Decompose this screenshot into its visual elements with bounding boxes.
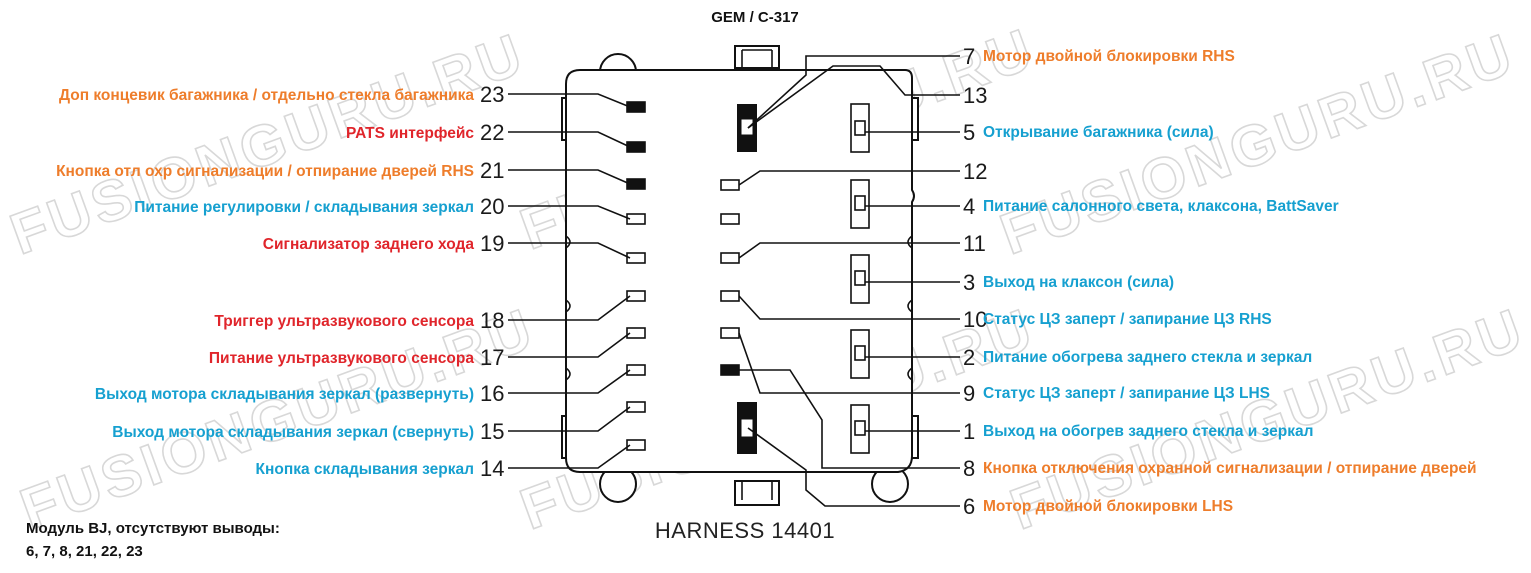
leader-line-20 bbox=[508, 205, 631, 220]
diagram-title: GEM / C-317 bbox=[711, 9, 799, 26]
pin-label-2: Питание обогрева заднего стекла и зеркал bbox=[983, 349, 1312, 366]
leader-line-12 bbox=[738, 170, 960, 186]
pin-number-12: 12 bbox=[963, 159, 987, 184]
pin-number-5: 5 bbox=[963, 120, 975, 145]
pin-label-5: Открывание багажника (сила) bbox=[983, 124, 1214, 141]
leader-line-11 bbox=[738, 242, 960, 259]
pin-number-7: 7 bbox=[963, 44, 975, 69]
pin-slot-right bbox=[720, 213, 740, 225]
pin-number-14: 14 bbox=[480, 456, 504, 481]
pin-number-11: 11 bbox=[963, 231, 986, 256]
pin-label-8: Кнопка отключения охранной сигнализации … bbox=[983, 460, 1477, 477]
left-leader-lines bbox=[508, 93, 646, 469]
pin-label-23: Доп концевик багажника / отдельно стекла… bbox=[59, 87, 474, 104]
pin-label-14: Кнопка складывания зеркал bbox=[256, 461, 474, 478]
pin-number-13: 13 bbox=[963, 83, 987, 108]
pin-slot-20 bbox=[626, 213, 646, 225]
pin-number-9: 9 bbox=[963, 381, 975, 406]
leader-line-10 bbox=[738, 295, 960, 320]
pin-label-22: PATS интерфейс bbox=[346, 125, 474, 142]
leader-line-23 bbox=[508, 93, 631, 108]
pin-number-20: 20 bbox=[480, 194, 504, 219]
pin-number-4: 4 bbox=[963, 194, 975, 219]
pin-slot-15 bbox=[626, 401, 646, 413]
pin-number-17: 17 bbox=[480, 345, 504, 370]
pin-slot-right bbox=[720, 179, 740, 191]
pin-number-23: 23 bbox=[480, 82, 504, 107]
pin-number-15: 15 bbox=[480, 419, 504, 444]
pin-number-22: 22 bbox=[480, 120, 504, 145]
harness-label: HARNESS 14401 bbox=[655, 518, 835, 543]
leader-line-9 bbox=[738, 332, 960, 394]
pin-number-3: 3 bbox=[963, 270, 975, 295]
right-leader-lines bbox=[720, 55, 960, 507]
pin-number-10: 10 bbox=[963, 307, 987, 332]
pin-label-4: Питание салонного света, клаксона, BattS… bbox=[983, 198, 1339, 215]
pin-number-2: 2 bbox=[963, 345, 975, 370]
pin-label-21: Кнопка отл охр сигнализации / отпирание … bbox=[56, 163, 474, 180]
pin-label-15: Выход мотора складывания зеркал (свернут… bbox=[112, 424, 474, 441]
pin-number-19: 19 bbox=[480, 231, 504, 256]
pin-number-21: 21 bbox=[480, 158, 504, 183]
pin-number-6: 6 bbox=[963, 494, 975, 519]
watermark-text: FUSIONGURU.RU bbox=[2, 21, 533, 267]
pin-number-1: 1 bbox=[963, 419, 975, 444]
pin-slot-14 bbox=[626, 439, 646, 451]
pin-slot-19 bbox=[626, 252, 646, 264]
pin-label-1: Выход на обогрев заднего стекла и зеркал bbox=[983, 423, 1313, 440]
leader-line-17 bbox=[508, 332, 631, 358]
pin-number-8: 8 bbox=[963, 456, 975, 481]
pin-label-16: Выход мотора складывания зеркал (разверн… bbox=[95, 386, 474, 403]
pin-label-3: Выход на клаксон (сила) bbox=[983, 274, 1174, 291]
pin-label-10: Статус ЦЗ заперт / запирание ЦЗ RHS bbox=[983, 311, 1272, 328]
leader-line-8 bbox=[739, 369, 960, 469]
pin-slot-17 bbox=[626, 327, 646, 339]
pin-label-18: Триггер ультразвукового сенсора bbox=[214, 313, 474, 330]
pin-label-20: Питание регулировки / складывания зеркал bbox=[134, 199, 474, 216]
module-note-line1: Модуль BJ, отсутствуют выводы: bbox=[26, 520, 280, 537]
leader-line-19 bbox=[508, 242, 631, 259]
pin-label-17: Питание ультразвукового сенсора bbox=[209, 350, 474, 367]
pin-slot-16 bbox=[626, 364, 646, 376]
pin-label-7: Мотор двойной блокировки RHS bbox=[983, 48, 1235, 65]
pin-slot-21 bbox=[626, 178, 646, 190]
watermark-text: FUSIONGURU.RU bbox=[12, 296, 543, 542]
leader-line-15 bbox=[508, 406, 631, 432]
leader-line-16 bbox=[508, 369, 631, 394]
pin-slot-right bbox=[720, 327, 740, 339]
leader-line-22 bbox=[508, 131, 631, 148]
pin-slot-23 bbox=[626, 101, 646, 113]
pin-slot-right bbox=[720, 252, 740, 264]
left-pin-labels: 23 Доп концевик багажника / отдельно стек… bbox=[56, 82, 504, 481]
pin-label-9: Статус ЦЗ заперт / запирание ЦЗ LHS bbox=[983, 385, 1270, 402]
pin-number-16: 16 bbox=[480, 381, 504, 406]
pin-label-19: Сигнализатор заднего хода bbox=[263, 236, 475, 253]
terminal-blocks bbox=[737, 103, 870, 454]
leader-line-6 bbox=[747, 427, 960, 507]
pin-number-18: 18 bbox=[480, 308, 504, 333]
pin-slot-right bbox=[720, 290, 740, 302]
leader-line-14 bbox=[508, 444, 631, 469]
leader-line-18 bbox=[508, 295, 631, 321]
leader-line-7 bbox=[747, 55, 960, 129]
pin-label-6: Мотор двойной блокировки LHS bbox=[983, 498, 1233, 515]
module-note-line2: 6, 7, 8, 21, 22, 23 bbox=[26, 543, 143, 560]
pin-slot-18 bbox=[626, 290, 646, 302]
pin-slot-right bbox=[720, 364, 740, 376]
leader-line-21 bbox=[508, 169, 631, 185]
pin-slot-22 bbox=[626, 141, 646, 153]
leader-line-13 bbox=[747, 65, 960, 129]
